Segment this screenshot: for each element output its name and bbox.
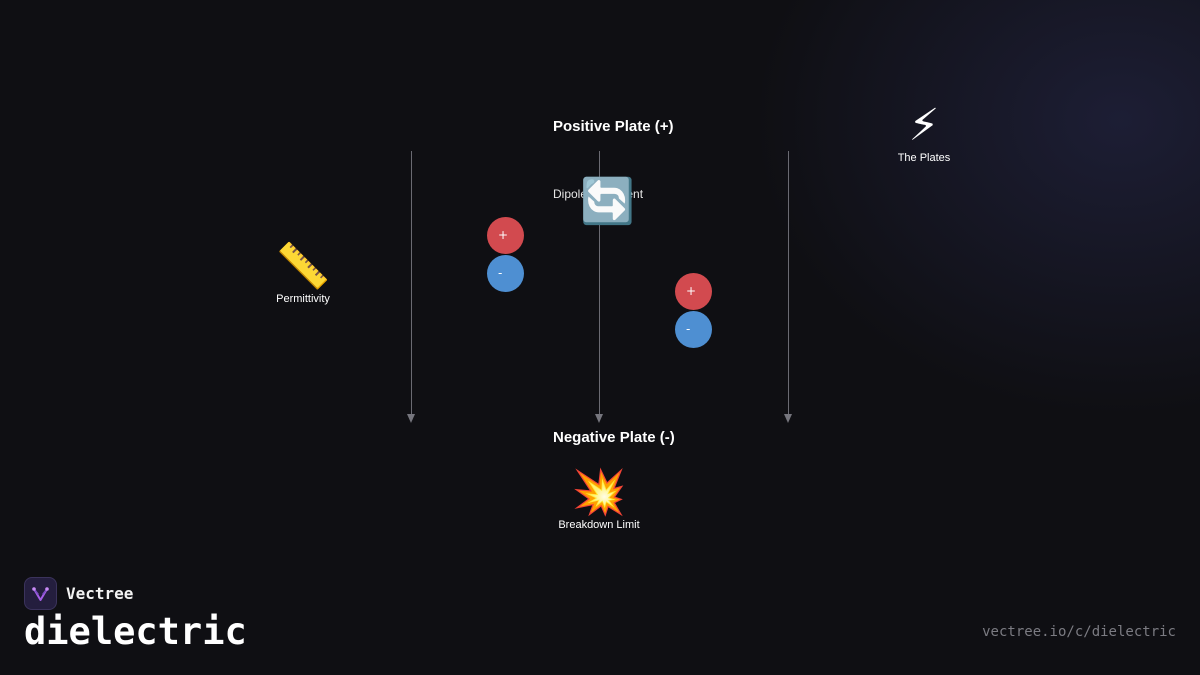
lightning-icon: ⚡ (908, 101, 940, 150)
field-line-left (411, 151, 412, 415)
node-dipole-alignment[interactable]: 🔄 (580, 177, 635, 226)
collision-icon: 💥 (571, 468, 627, 517)
field-arrowhead-right (784, 414, 792, 423)
node-label-dipole-alignment: Dipole Alignment (553, 187, 644, 201)
node-breakdown-limit[interactable]: 💥 Breakdown Limit (554, 468, 644, 532)
negative-plate-label: Negative Plate (-) (553, 429, 675, 446)
node-label-the-plates: The Plates (897, 152, 951, 164)
brand-name: Vectree (66, 584, 134, 603)
page-url[interactable]: vectree.io/c/dielectric (982, 624, 1176, 640)
node-label-permittivity: Permittivity (276, 293, 330, 305)
field-line-right (788, 151, 789, 415)
dipole-1-negative-charge: - (487, 255, 524, 292)
field-arrowhead-left (407, 414, 415, 423)
page-title: dielectric (24, 610, 247, 653)
field-arrowhead-center (595, 414, 603, 423)
ruler-icon: 📏 (275, 242, 331, 291)
positive-plate-label: Positive Plate (+) (553, 118, 674, 135)
dipole-1-positive-charge: + (487, 217, 524, 254)
node-label-breakdown-limit: Breakdown Limit (558, 519, 640, 531)
node-permittivity[interactable]: 📏 Permittivity (263, 242, 343, 306)
node-the-plates[interactable]: ⚡ The Plates (884, 101, 964, 165)
vectree-logo-icon[interactable] (24, 577, 57, 610)
field-line-center (599, 151, 600, 415)
rotate-arrows-icon: 🔄 (580, 177, 635, 226)
dipole-2-positive-charge: + (675, 273, 712, 310)
dipole-2-negative-charge: - (675, 311, 712, 348)
